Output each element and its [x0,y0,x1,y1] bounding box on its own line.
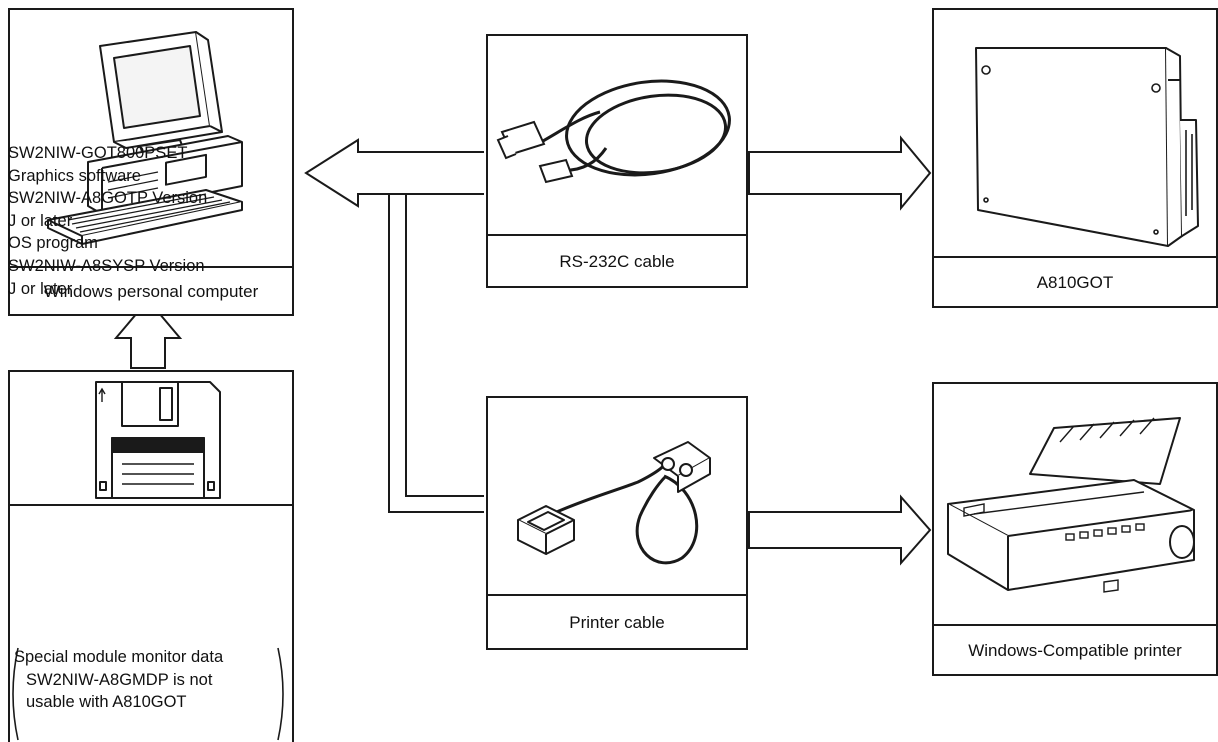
arrow-to-printer [748,494,932,566]
floppy-disk-icon [95,381,221,499]
software-list: SW2NIW-GOT800PSET Graphics software SW2N… [8,142,207,300]
pc-box: Windows personal computer [8,8,294,316]
software-line: SW2NIW-A8SYSP Version [8,256,205,275]
got-box: A810GOT [932,8,1218,308]
got-caption: A810GOT [934,256,1216,308]
software-line: SW2NIW-GOT800PSET [8,144,188,162]
printer-icon [947,417,1195,593]
note-line: usable with A810GOT [26,693,187,712]
cable-to-pc-connector [388,151,484,513]
software-line: OS program [8,234,98,253]
arrow-software-to-pc [113,298,183,369]
note-parentheses [12,647,284,741]
software-line: J or later [8,279,73,298]
printer-cable-box: Printer cable [486,396,748,650]
pc-caption: Windows personal computer [10,266,292,316]
software-divider [10,504,292,506]
printer-caption: Windows-Compatible printer [934,624,1216,676]
note-line: SW2NIW-A8GMDP is not [26,670,213,689]
computer-icon [47,31,243,245]
software-line: J or later [8,211,73,230]
rs232c-cable-box: RS-232C cable [486,34,748,288]
printer-cable-caption: Printer cable [488,594,746,650]
arrow-to-pc [304,138,484,208]
got-unit-icon [975,47,1199,247]
note-line: Special module monitor data [14,648,224,666]
software-line: Graphics software [8,166,141,185]
rs232c-caption: RS-232C cable [488,234,746,288]
printer-cable-icon [517,441,711,565]
arrow-to-got [748,135,932,211]
software-box [8,370,294,742]
software-line: SW2NIW-A8GOTP Version [8,189,208,208]
rs232c-cable-icon [496,79,731,184]
printer-box: Windows-Compatible printer [932,382,1218,676]
software-note: Special module monitor data SW2NIW-A8GMD… [8,646,288,742]
